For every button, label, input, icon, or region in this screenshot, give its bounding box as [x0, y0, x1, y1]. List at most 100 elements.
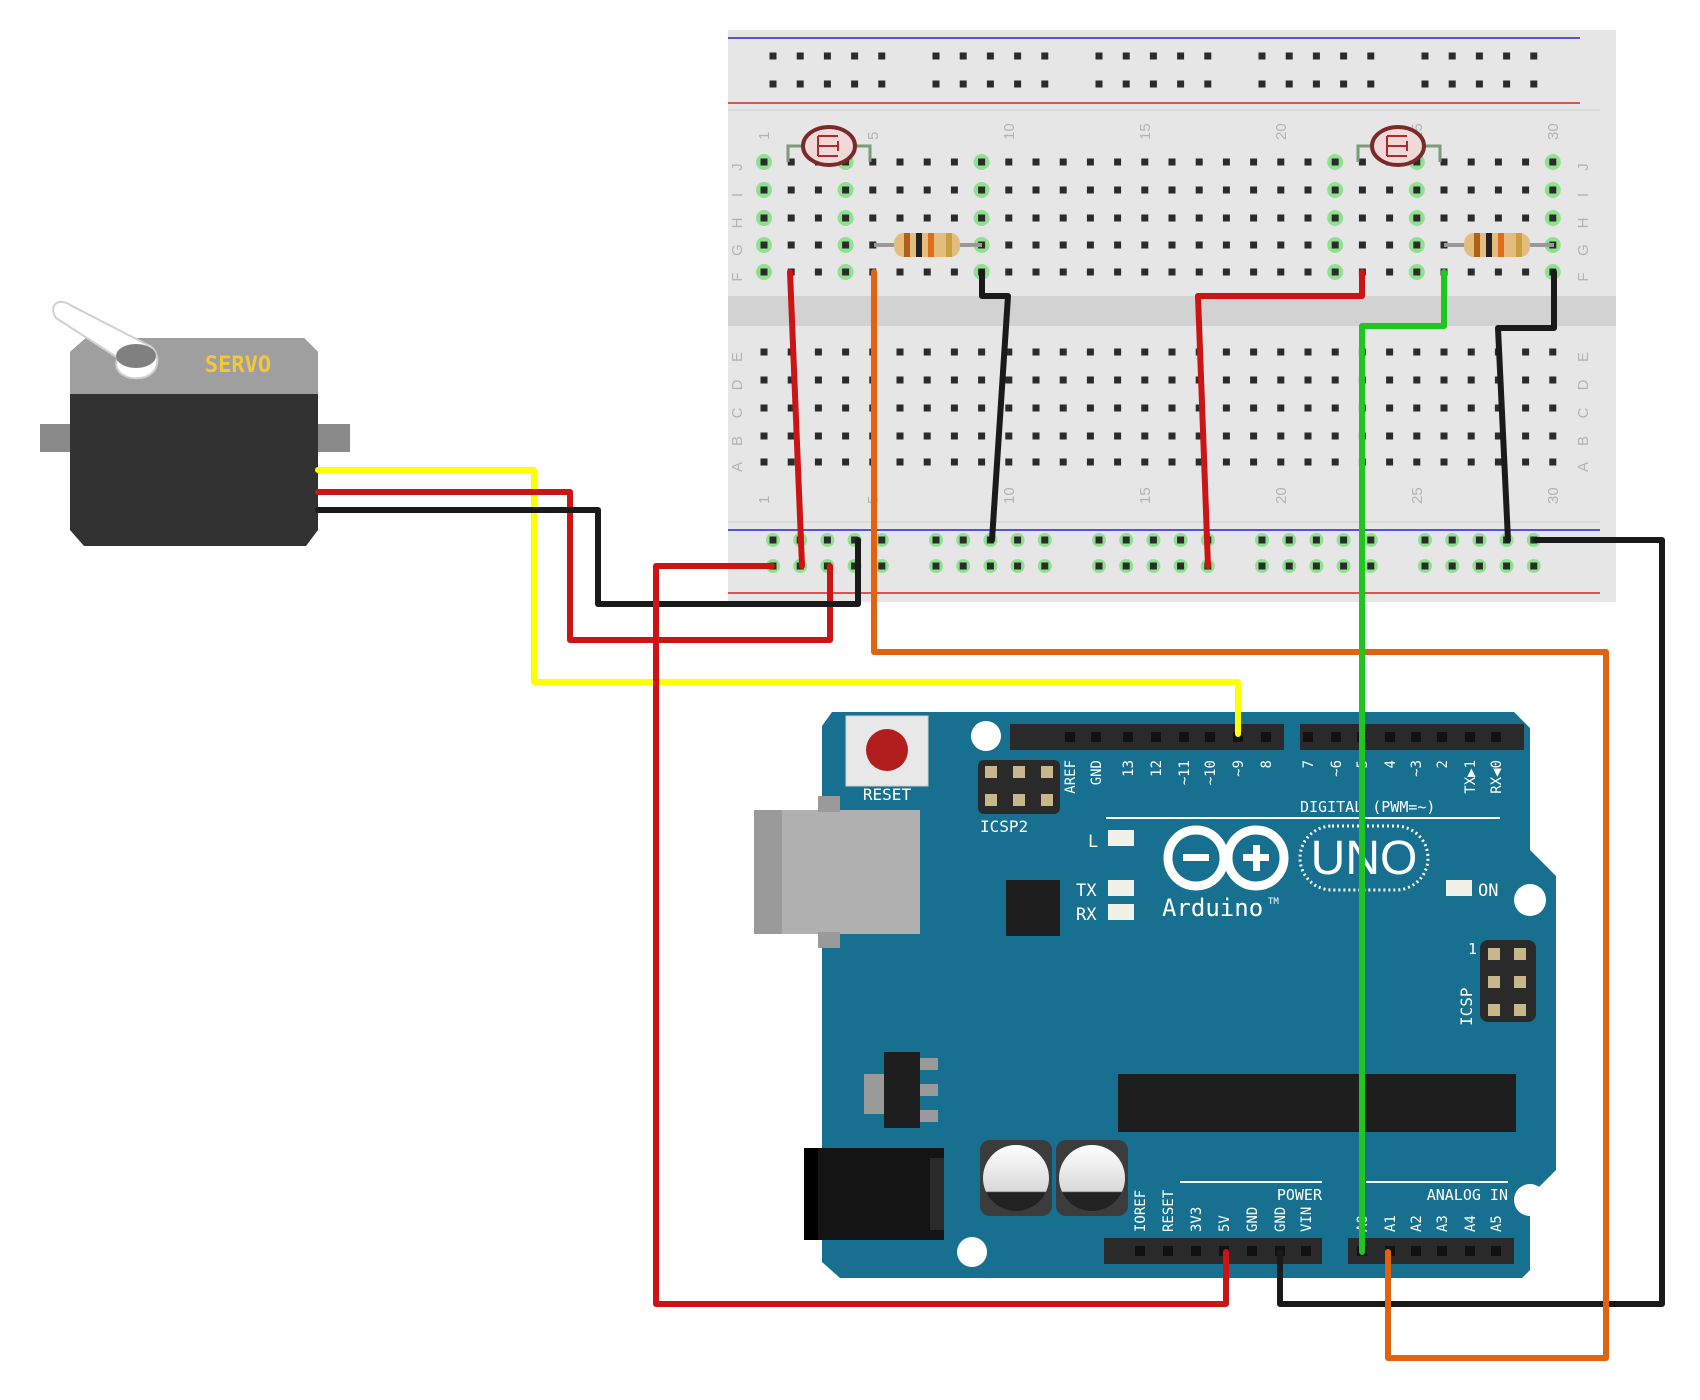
digital-pin[interactable] [1303, 732, 1313, 742]
breadboard-hole [1141, 458, 1149, 466]
digital-header-label: DIGITAL (PWM=~) [1300, 798, 1435, 816]
capacitor [980, 1140, 1052, 1216]
digital-pin[interactable] [1179, 732, 1189, 742]
analog-pin[interactable] [1437, 1246, 1447, 1256]
breadboard-hole [1222, 158, 1230, 166]
analog-pin[interactable] [1491, 1246, 1501, 1256]
digital-pin[interactable] [1123, 732, 1133, 742]
breadboard-hole [760, 432, 768, 440]
power-pin-label: IOREF [1133, 1190, 1149, 1232]
row-letter: F [1575, 272, 1592, 281]
power-pin-label: 5V [1217, 1215, 1233, 1232]
breadboard-hole [1440, 404, 1448, 412]
breadboard-hole [1358, 241, 1366, 249]
row-letter: C [729, 407, 746, 418]
reset-button[interactable] [845, 715, 929, 787]
breadboard-hole [1304, 376, 1312, 384]
breadboard-hole [1358, 214, 1366, 222]
breadboard-hole [1494, 186, 1502, 194]
breadboard-hole [1005, 268, 1013, 276]
power-pin[interactable] [1191, 1246, 1201, 1256]
breadboard-hole [1222, 432, 1230, 440]
power-pin[interactable] [1163, 1246, 1173, 1256]
breadboard-hole [1222, 241, 1230, 249]
breadboard-hole [923, 348, 931, 356]
breadboard-hole [1250, 404, 1258, 412]
breadboard-hole [1250, 186, 1258, 194]
breadboard-hole [1032, 186, 1040, 194]
breadboard-hole [1304, 158, 1312, 166]
rail-hole [1177, 536, 1185, 544]
breadboard-hole [869, 186, 877, 194]
analog-pin-label: A3 [1435, 1215, 1451, 1232]
column-number: 30 [1545, 487, 1562, 504]
rail-hole [1475, 80, 1483, 88]
digital-pin[interactable] [1411, 732, 1421, 742]
breadboard-hole [1331, 186, 1339, 194]
led-tx [1108, 880, 1134, 896]
digital-pin[interactable] [1205, 732, 1215, 742]
rail-hole [1340, 562, 1348, 570]
breadboard-hole [1467, 376, 1475, 384]
photoresistor-left [786, 125, 872, 167]
digital-pin[interactable] [1151, 732, 1161, 742]
breadboard-hole [896, 376, 904, 384]
analog-header [1348, 1238, 1514, 1264]
digital-pin[interactable] [1385, 732, 1395, 742]
rail-hole [1041, 52, 1049, 60]
rail-hole [1503, 562, 1511, 570]
rail-hole [1149, 80, 1157, 88]
breadboard-hole [1413, 404, 1421, 412]
row-letter: H [1575, 218, 1592, 229]
breadboard-hole [1005, 458, 1013, 466]
rail-hole [1530, 52, 1538, 60]
rail-hole [986, 80, 994, 88]
breadboard-hole [1005, 158, 1013, 166]
rail-hole [1258, 52, 1266, 60]
row-letter: G [1575, 244, 1592, 256]
digital-pin-label: 13 [1121, 760, 1137, 777]
breadboard-hole [842, 348, 850, 356]
digital-pin[interactable] [1465, 732, 1475, 742]
icsp2-header [978, 760, 1060, 814]
rail-hole [823, 52, 831, 60]
digital-pin[interactable] [1065, 732, 1075, 742]
servo-shaft [116, 344, 156, 368]
breadboard-hole [896, 158, 904, 166]
breadboard-hole [1277, 268, 1285, 276]
power-pin[interactable] [1301, 1246, 1311, 1256]
breadboard-hole [1304, 432, 1312, 440]
arduino-board [822, 712, 1556, 1278]
power-pin[interactable] [1247, 1246, 1257, 1256]
breadboard-hole [1250, 241, 1258, 249]
power-pin-label: 3V3 [1189, 1207, 1205, 1232]
breadboard-hole [923, 376, 931, 384]
breadboard-hole [1005, 348, 1013, 356]
arduino-tm: TM [1268, 897, 1279, 907]
digital-pin[interactable] [1437, 732, 1447, 742]
breadboard-hole [1250, 268, 1258, 276]
breadboard-hole [978, 214, 986, 222]
analog-pin[interactable] [1465, 1246, 1475, 1256]
digital-pin[interactable] [1331, 732, 1341, 742]
breadboard-hole [1386, 348, 1394, 356]
digital-pin[interactable] [1091, 732, 1101, 742]
rail-hole [1421, 52, 1429, 60]
digital-pin[interactable] [1261, 732, 1271, 742]
breadboard-hole [1549, 158, 1557, 166]
analog-pin[interactable] [1411, 1246, 1421, 1256]
breadboard-hole [1086, 404, 1094, 412]
breadboard-hole [1195, 458, 1203, 466]
power-pin[interactable] [1135, 1246, 1145, 1256]
rail-hole [1448, 80, 1456, 88]
rail-hole [1204, 52, 1212, 60]
breadboard-hole [950, 376, 958, 384]
digital-pin[interactable] [1491, 732, 1501, 742]
breadboard-hole [1250, 348, 1258, 356]
breadboard-hole [814, 458, 822, 466]
row-letter: J [1575, 163, 1592, 171]
right-ldr-power-jumper [1195, 269, 1365, 569]
rail-hole [1204, 80, 1212, 88]
breadboard-hole [1032, 404, 1040, 412]
